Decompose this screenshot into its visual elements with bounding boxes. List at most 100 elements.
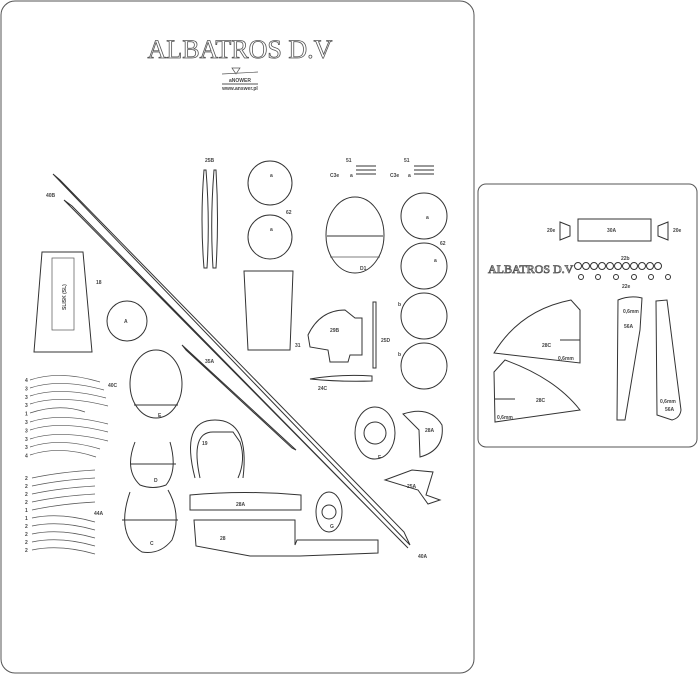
rib-number: 1 xyxy=(25,516,28,522)
svg-text:C3e: C3e xyxy=(390,173,399,179)
svg-text:30A: 30A xyxy=(607,228,617,234)
rib-number: 1 xyxy=(25,412,28,418)
part-25d: 25D xyxy=(372,301,391,369)
svg-text:19: 19 xyxy=(202,441,208,447)
svg-text:a: a xyxy=(270,227,273,233)
rib-number: 2 xyxy=(25,524,28,530)
svg-text:0,6mm: 0,6mm xyxy=(497,415,513,421)
svg-text:25D: 25D xyxy=(381,338,391,344)
side-sheet: ALBATROS D.V 20e 30A 20e 22b 22e 28C 0,6… xyxy=(477,183,698,448)
svg-text:a: a xyxy=(426,215,429,221)
svg-text:aNOWER: aNOWER xyxy=(229,78,251,84)
svg-text:0,6mm: 0,6mm xyxy=(660,399,676,405)
part-28a-right: 28A xyxy=(402,410,443,458)
svg-text:a: a xyxy=(408,173,411,179)
svg-text:b: b xyxy=(398,302,401,308)
svg-text:28A: 28A xyxy=(236,502,246,508)
label-35a: 35A xyxy=(205,359,215,365)
svg-text:25B: 25B xyxy=(205,158,215,164)
svg-text:18: 18 xyxy=(96,280,102,286)
part-d1: D1 xyxy=(325,196,385,274)
svg-text:SLISK (SL): SLISK (SL) xyxy=(62,284,68,310)
part-22-washers: 22b 22e xyxy=(574,256,671,290)
label-40a: 40A xyxy=(418,554,428,560)
svg-text:A: A xyxy=(124,319,128,325)
part-62-left: a a 62 xyxy=(247,160,293,260)
rib-number: 3 xyxy=(25,428,28,434)
rib-number: 4 xyxy=(25,454,28,460)
part-28a: 28A xyxy=(189,492,302,511)
part-56a-right: 0,6mm 56A xyxy=(655,299,682,421)
svg-text:28: 28 xyxy=(220,536,226,542)
part-30a: 20e 30A 20e xyxy=(547,218,682,242)
rib-number: 3 xyxy=(25,420,28,426)
svg-text:0,6mm: 0,6mm xyxy=(558,356,574,362)
wing-ribs-44a: 44A xyxy=(31,469,104,555)
svg-text:a: a xyxy=(434,258,437,264)
part-31: 31 xyxy=(243,270,301,351)
svg-text:a: a xyxy=(350,173,353,179)
svg-text:28C: 28C xyxy=(542,343,552,349)
main-sheet: ALBATROS D.V aNOWER www.answer.pl 40B 40… xyxy=(0,0,475,674)
sheet-title: ALBATROS D.V xyxy=(148,35,333,64)
svg-text:F: F xyxy=(378,455,381,461)
label-40b: 40B xyxy=(46,193,56,199)
svg-text:0,6mm: 0,6mm xyxy=(623,309,639,315)
svg-text:51: 51 xyxy=(404,158,410,164)
rib-number: 2 xyxy=(25,540,28,546)
part-24c: 24C xyxy=(309,374,373,392)
svg-text:56A: 56A xyxy=(665,407,675,413)
part-25b: 25B xyxy=(201,158,218,269)
part-29b: 29B xyxy=(307,309,363,363)
rib-number: 3 xyxy=(25,395,28,401)
svg-text:C3e: C3e xyxy=(330,173,339,179)
answer-logo: aNOWER www.answer.pl xyxy=(221,67,258,92)
svg-text:20e: 20e xyxy=(547,228,556,234)
rib-number: 1 xyxy=(25,508,28,514)
svg-text:b: b xyxy=(398,352,401,358)
side-sheet-title: ALBATROS D.V xyxy=(488,262,574,276)
svg-text:25A: 25A xyxy=(407,484,417,490)
svg-text:62: 62 xyxy=(440,241,446,247)
part-19: 19 xyxy=(190,419,245,479)
svg-text:a: a xyxy=(270,173,273,179)
part-f: F xyxy=(354,406,396,461)
rib-number: 3 xyxy=(25,386,28,392)
rib-number: 2 xyxy=(25,492,28,498)
part-g: G xyxy=(315,491,343,533)
svg-text:22e: 22e xyxy=(622,284,631,290)
svg-text:51: 51 xyxy=(346,158,352,164)
rib-number: 3 xyxy=(25,403,28,409)
rib-number: 2 xyxy=(25,484,28,490)
svg-text:28C: 28C xyxy=(536,398,546,404)
svg-text:28A: 28A xyxy=(425,428,435,434)
part-a-circle: A xyxy=(106,300,148,342)
rib-number: 2 xyxy=(25,548,28,554)
part-40 xyxy=(52,173,411,549)
rib-number: 2 xyxy=(25,476,28,482)
svg-text:C: C xyxy=(150,541,154,547)
part-c: C xyxy=(122,489,178,553)
rib-number: 3 xyxy=(25,445,28,451)
svg-text:62: 62 xyxy=(286,210,292,216)
rib-number: 2 xyxy=(25,500,28,506)
svg-text:22b: 22b xyxy=(621,256,630,262)
part-51: 51 C3e a 51 C3e a xyxy=(330,158,434,179)
part-28c-upper: 28C 0,6mm xyxy=(493,299,581,364)
part-28c-lower: 28C 0,6mm xyxy=(493,359,581,423)
wing-ribs-40c: 40C xyxy=(29,375,118,458)
svg-text:G: G xyxy=(330,524,334,530)
svg-text:24C: 24C xyxy=(318,386,328,392)
svg-text:D: D xyxy=(154,478,158,484)
svg-text:44A: 44A xyxy=(94,511,104,517)
svg-text:40C: 40C xyxy=(108,383,118,389)
part-28: 28 xyxy=(193,519,379,557)
svg-text:31: 31 xyxy=(295,343,301,349)
part-62-right: a a 62 b b xyxy=(398,192,448,390)
svg-text:20e: 20e xyxy=(673,228,682,234)
svg-text:29B: 29B xyxy=(330,328,340,334)
svg-text:D1: D1 xyxy=(360,266,367,272)
svg-text:E: E xyxy=(158,413,162,419)
rib-number: 2 xyxy=(25,532,28,538)
